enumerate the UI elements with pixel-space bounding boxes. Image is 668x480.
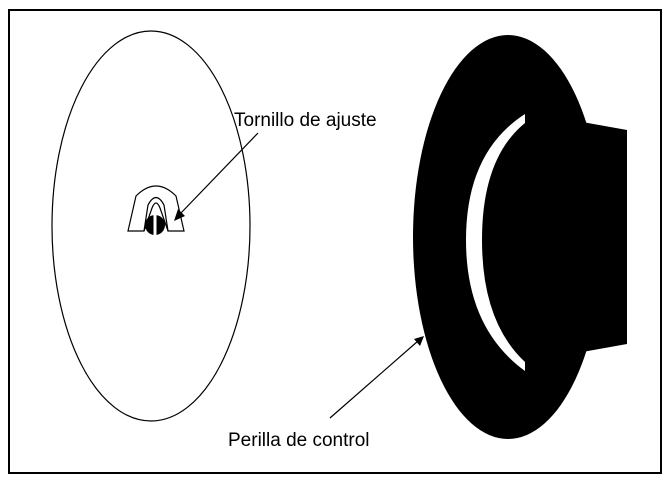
control-knob-label: Perilla de control (228, 430, 370, 451)
adjustment-screw-arrowhead (174, 209, 185, 221)
adjustment-screw (127, 185, 185, 235)
control-knob (413, 35, 627, 439)
control-knob-leader (329, 340, 419, 419)
control-knob-arrowhead (414, 336, 424, 346)
knob-back-view (51, 30, 251, 422)
screw-bracket-inner (143, 196, 169, 232)
adjustment-screw-leader (179, 132, 259, 215)
knob-body (413, 35, 603, 439)
adjustment-screw-label: Tornillo de ajuste (234, 110, 377, 131)
screw-slot (153, 215, 157, 235)
knob-highlight (466, 114, 525, 371)
